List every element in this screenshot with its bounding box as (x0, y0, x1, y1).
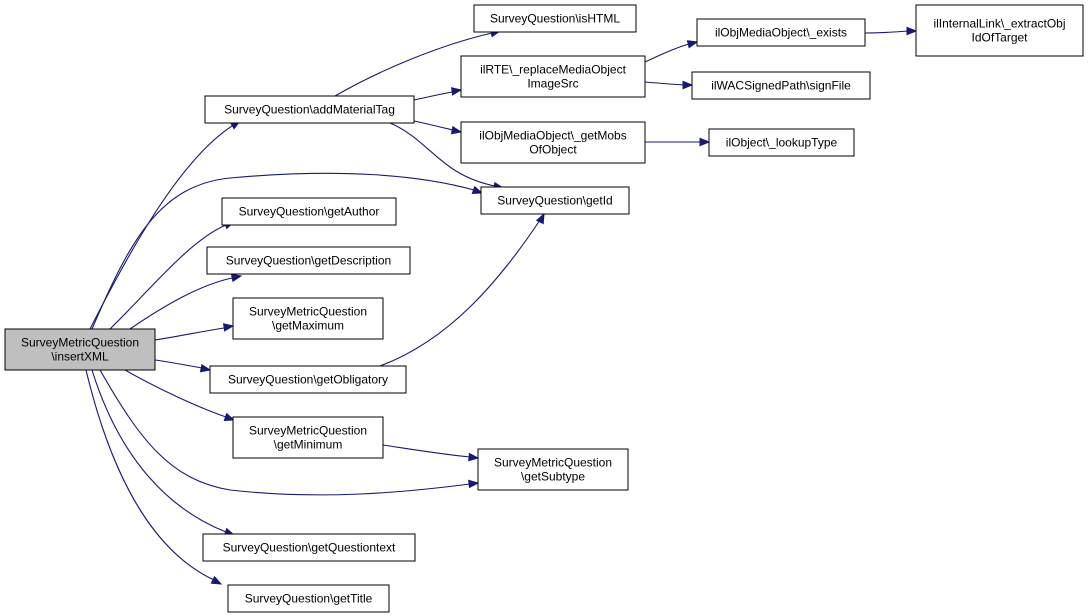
node-label: SurveyQuestion\getDescription (226, 254, 391, 268)
node-insertXML[interactable]: SurveyMetricQuestion\insertXML (4, 328, 156, 371)
node-label: ilObjMediaObject\_getMobs (479, 129, 626, 143)
node-addMaterialTag[interactable]: SurveyQuestion\addMaterialTag (204, 95, 415, 124)
edge-insertXML-to-getAuthor (109, 221, 236, 330)
node-label: ImageSrc (527, 77, 578, 91)
edge-addMaterialTag-to-replaceMedia (413, 87, 463, 101)
node-getMinimum[interactable]: SurveyMetricQuestion\getMinimum (232, 416, 384, 459)
node-label: \insertXML (51, 350, 109, 364)
node-label: SurveyMetricQuestion (249, 305, 367, 319)
node-isHTML[interactable]: SurveyQuestion\isHTML (473, 4, 637, 33)
node-label: SurveyQuestion\getQuestiontext (223, 541, 396, 555)
node-label: ilInternalLink\_extractObj (933, 17, 1065, 31)
node-label: ilWACSignedPath\signFile (711, 79, 851, 93)
node-getId[interactable]: SurveyQuestion\getId (480, 186, 630, 215)
node-label: SurveyMetricQuestion (21, 336, 139, 350)
edge-insertXML-to-addMaterialTag (89, 120, 242, 330)
node-label: SurveyQuestion\isHTML (490, 12, 620, 26)
edge-insertXML-to-getQuestiontext (91, 369, 236, 536)
node-label: OfObject (529, 143, 577, 157)
node-lookupType[interactable]: ilObject\_lookupType (708, 128, 855, 157)
node-label: SurveyQuestion\getId (497, 194, 612, 208)
edge-exists-to-extractObj (864, 26, 918, 36)
node-exists[interactable]: ilObjMediaObject\_exists (696, 18, 866, 47)
node-getQuestiontext[interactable]: SurveyQuestion\getQuestiontext (202, 533, 416, 562)
node-label: \getMaximum (272, 319, 344, 333)
edge-getMinimum-to-getSubtype (382, 444, 480, 462)
edge-insertXML-to-getTitle (85, 369, 223, 585)
edge-getObligatory-to-getId (379, 212, 545, 367)
node-label: SurveyMetricQuestion (494, 456, 612, 470)
edge-getMobs-to-lookupType (645, 137, 711, 147)
node-label: \getMinimum (274, 438, 343, 452)
node-getSubtype[interactable]: SurveyMetricQuestion\getSubtype (477, 448, 629, 491)
node-getObligatory[interactable]: SurveyQuestion\getObligatory (209, 365, 407, 394)
edge-insertXML-to-getDescription (129, 273, 243, 330)
node-label: SurveyMetricQuestion (249, 424, 367, 438)
edge-insertXML-to-getMaximum (154, 323, 235, 341)
node-getMaximum[interactable]: SurveyMetricQuestion\getMaximum (232, 297, 384, 340)
node-getTitle[interactable]: SurveyQuestion\getTitle (227, 584, 390, 613)
edge-replaceMedia-to-exists (644, 40, 699, 63)
node-signFile[interactable]: ilWACSignedPath\signFile (691, 71, 871, 100)
edge-insertXML-to-getObligatory (154, 359, 212, 373)
node-label: SurveyQuestion\getObligatory (228, 373, 388, 387)
node-label: IdOfTarget (971, 31, 1028, 45)
edge-insertXML-to-getId (91, 172, 484, 330)
node-label: ilObjMediaObject\_exists (715, 26, 847, 40)
call-graph-nodes: SurveyMetricQuestion\insertXMLSurveyQues… (4, 4, 1084, 613)
node-label: \getSubtype (521, 470, 585, 484)
node-label: ilObject\_lookupType (726, 136, 838, 150)
node-label: ilRTE\_replaceMediaObject (480, 63, 627, 77)
edge-insertXML-to-getMinimum (124, 369, 236, 421)
node-label: SurveyQuestion\getAuthor (239, 205, 380, 219)
edge-replaceMedia-to-signFile (644, 80, 694, 90)
node-label: SurveyQuestion\addMaterialTag (224, 103, 395, 117)
call-graph-edges (85, 26, 918, 585)
node-label: SurveyQuestion\getTitle (245, 592, 373, 606)
node-getAuthor[interactable]: SurveyQuestion\getAuthor (221, 197, 397, 226)
node-getDescription[interactable]: SurveyQuestion\getDescription (206, 246, 411, 275)
edge-insertXML-to-getSubtype (99, 369, 480, 496)
edge-addMaterialTag-to-getMobs (413, 120, 463, 135)
